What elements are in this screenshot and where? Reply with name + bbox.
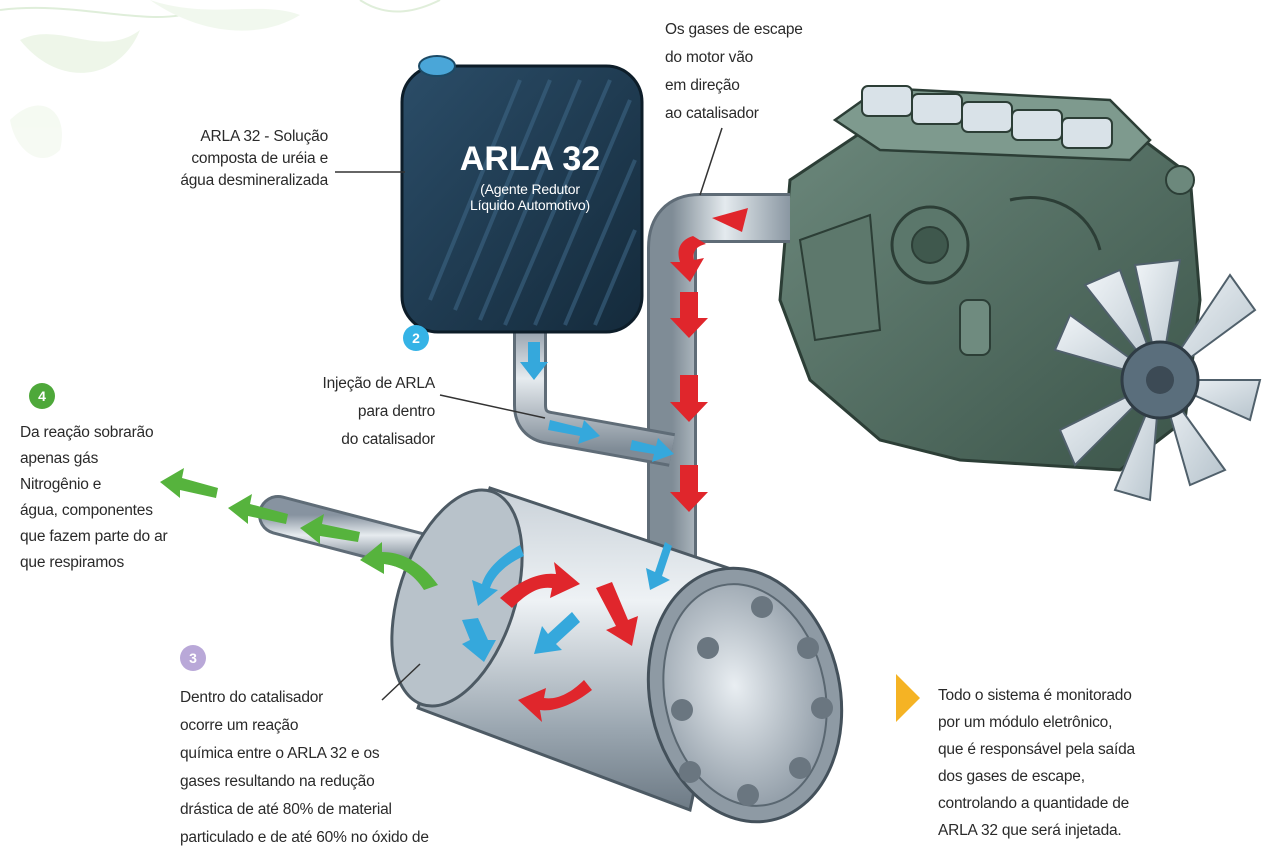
monitor-description: Todo o sistema é monitorado por um módul…	[938, 687, 1135, 839]
output-flow-arrows	[160, 468, 438, 590]
step2-badge: 2	[403, 325, 429, 351]
engine-illustration	[778, 85, 1262, 502]
step2-description: Injeção de ARLA para dentro do catalisad…	[322, 375, 436, 448]
step4-badge: 4	[29, 383, 55, 409]
step3-description: Dentro do catalisador ocorre um reação q…	[180, 689, 429, 846]
arla-flow-arrows	[462, 342, 674, 662]
step3-badge: 3	[180, 645, 206, 671]
decorative-leaves	[0, 0, 441, 159]
tank-subtitle-line2: Líquido Automotivo)	[470, 197, 590, 213]
tank-title: ARLA 32	[459, 140, 601, 178]
tank-subtitle-line1: (Agente Redutor	[480, 181, 580, 197]
exhaust-flow-arrows	[500, 208, 748, 722]
tank-label: ARLA 32 (Agente Redutor Líquido Automoti…	[430, 140, 630, 213]
arla-description: ARLA 32 - Solução composta de uréia e ág…	[180, 128, 328, 189]
monitor-marker-icon	[896, 674, 920, 722]
step1-description: Os gases de escape do motor vão em direç…	[665, 21, 803, 122]
exhaust-pipe	[647, 193, 790, 570]
step4-description: Da reação sobrarão apenas gás Nitrogênio…	[20, 424, 168, 571]
catalyst-outlet-holes	[671, 596, 833, 806]
leader-lines	[335, 127, 723, 701]
arla-tank	[400, 55, 644, 334]
